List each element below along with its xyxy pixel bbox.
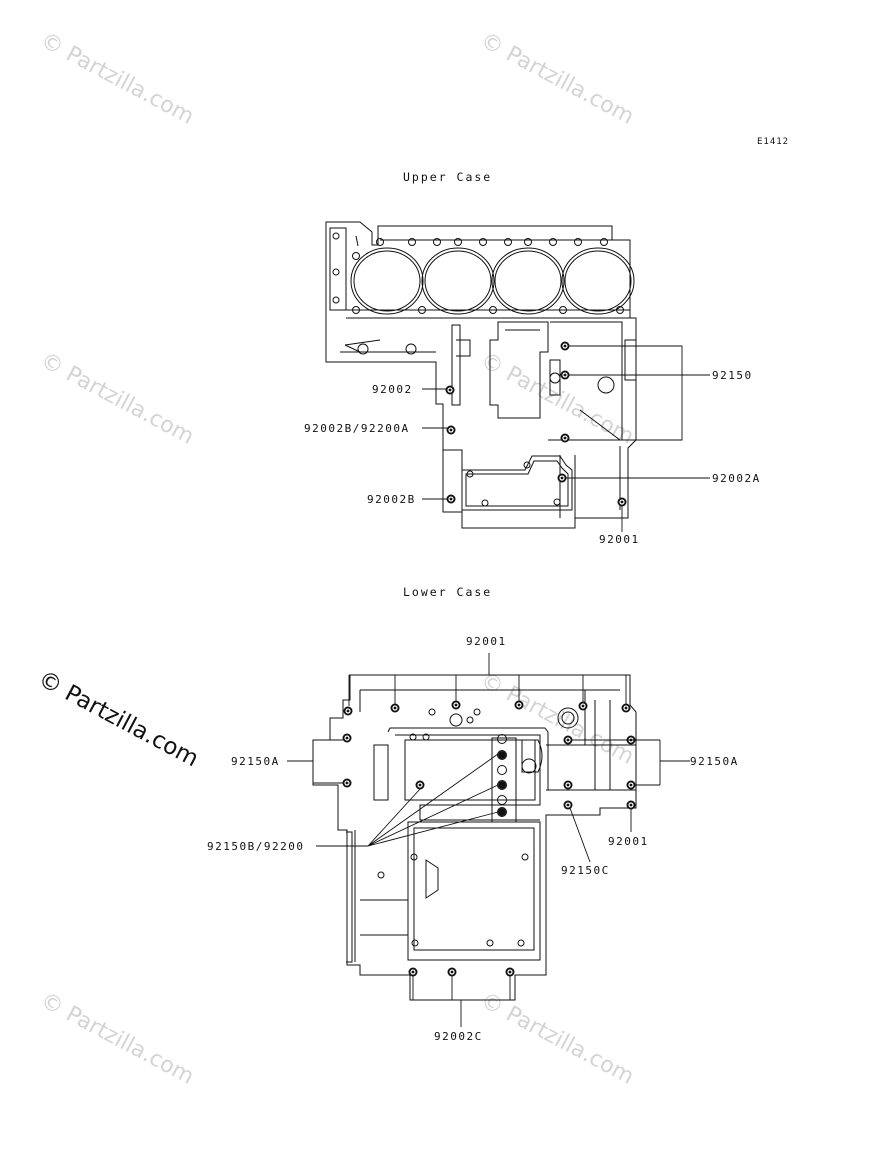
label-92150c: 92150C [561, 864, 610, 877]
upper-case-title: Upper Case [403, 170, 493, 184]
label-92002: 92002 [372, 383, 413, 396]
label-92150a-left: 92150A [231, 755, 280, 768]
label-92001-right: 92001 [608, 835, 649, 848]
label-92150b-92200: 92150B/92200 [207, 840, 305, 853]
label-92002b-92200a: 92002B/92200A [304, 422, 410, 435]
label-92001-top: 92001 [466, 635, 507, 648]
label-92002a: 92002A [712, 472, 761, 485]
label-92001-upper: 92001 [599, 533, 640, 546]
label-92150: 92150 [712, 369, 753, 382]
label-92002c: 92002C [434, 1030, 483, 1043]
label-92150a-right: 92150A [690, 755, 739, 768]
diagram-code: E1412 [757, 137, 790, 147]
lower-case-title: Lower Case [403, 585, 493, 599]
label-92002b: 92002B [367, 493, 416, 506]
